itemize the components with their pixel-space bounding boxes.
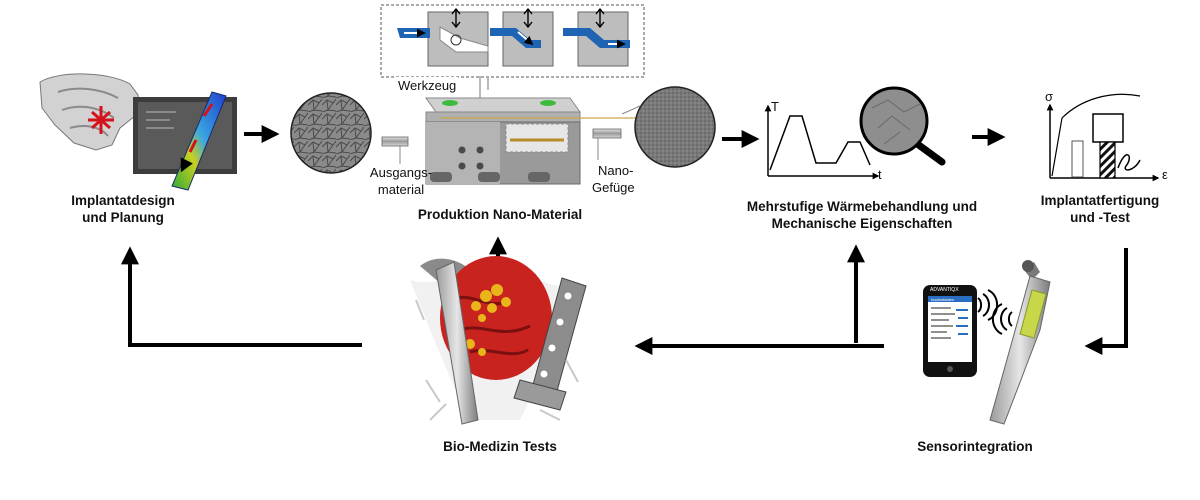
stage-label-design-line1: Implantatdesign	[71, 193, 175, 208]
press-tool-icon	[380, 4, 645, 132]
stage-label-heat-line1: Mehrstufige Wärmebehandlung und	[746, 199, 978, 214]
jaw-scan-icon	[39, 73, 141, 151]
stage-label-production: Produktion Nano-Material	[417, 207, 583, 222]
tool-label: Werkzeug	[396, 77, 459, 94]
hip-implant-icon	[989, 260, 1051, 425]
stage-label-heat-treatment: Mehrstufige Wärmebehandlung und Mechanis…	[712, 198, 1012, 232]
stage-label-fabrication: Implantatfertigung und -Test	[1030, 192, 1170, 226]
nano-micrograph-icon	[634, 86, 716, 168]
stage-label-fabrication-line2: und -Test	[1070, 210, 1130, 225]
stage-label-fabrication-line1: Implantatfertigung	[1040, 193, 1160, 208]
wireless-signal-icon	[977, 289, 1013, 335]
press-block	[425, 97, 640, 185]
nano-structure-rod	[592, 128, 622, 139]
stage-label-bio: Bio-Medizin Tests	[443, 439, 557, 454]
implant-stem-icon	[435, 261, 479, 425]
raw-material-label-line2: material	[377, 182, 425, 197]
phone-brand: ADVANTIQX	[930, 287, 959, 293]
smartphone-icon	[923, 285, 977, 377]
micrograph-icon	[290, 92, 372, 174]
nano-structure-label-line2: Gefüge	[592, 180, 635, 195]
magnifier-icon	[859, 86, 946, 166]
nano-structure-label: Nano- Gefüge	[592, 162, 662, 196]
stage-label-design-line2: und Planung	[82, 210, 164, 225]
stage-label-sensor: Sensorintegration	[917, 439, 1033, 454]
stress-strain-graph	[1046, 93, 1160, 182]
flow-arrow-bio-to-design	[121, 246, 362, 347]
raw-material-label-line1: Ausgangs-	[369, 165, 433, 180]
nano-structure-label-line1: Nano-	[598, 163, 634, 178]
bio-test-collage	[410, 256, 587, 425]
heat-treatment-graph	[764, 104, 880, 180]
stress-graph-y-label: σ	[1045, 89, 1054, 104]
flow-arrow-fabrication-to-sensor	[1084, 248, 1128, 355]
stage-label-design: Implantatdesign und Planung	[38, 192, 208, 226]
stress-graph-x-label: ε	[1162, 167, 1168, 182]
raw-material-label: Ausgangs- material	[356, 164, 446, 198]
phone-header: Implantdaten	[931, 297, 955, 302]
heat-graph-x-label: t	[878, 167, 882, 182]
fem-model-icon	[133, 91, 237, 191]
raw-material-rod	[381, 136, 409, 147]
bone-plate-icon	[513, 277, 587, 411]
stage-label-heat-line2: Mechanische Eigenschaften	[771, 216, 953, 231]
heat-graph-y-label: T	[771, 99, 779, 114]
